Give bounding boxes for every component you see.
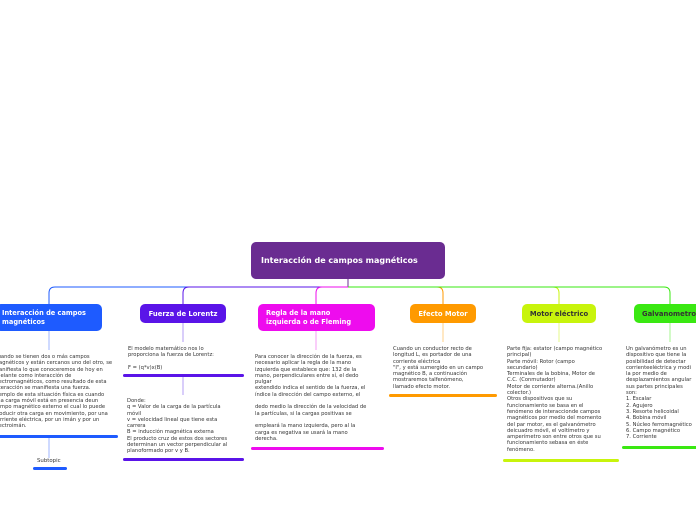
topic-fleming[interactable]: Regla de la mano izquierda o de Fleming — [258, 304, 375, 331]
underline-subtopic — [33, 467, 67, 470]
connector-fleming — [315, 286, 348, 304]
underline-interaccion — [0, 435, 118, 438]
topic-lorentz[interactable]: Fuerza de Lorentz — [140, 304, 226, 323]
connector-lorentz — [182, 286, 348, 304]
underline-galvanometro — [622, 446, 696, 449]
connector-efecto — [348, 286, 444, 304]
note-lorentz-formula: El modelo matemático nos lo proporciona … — [128, 346, 214, 371]
topic-galvanometro[interactable]: Galvanometro — [634, 304, 696, 323]
topic-interaccion[interactable]: Interacción de campos magnéticos — [0, 304, 102, 331]
topic-fleming-label: Regla de la mano izquierda o de Fleming — [266, 309, 352, 326]
underline-efecto — [389, 394, 497, 397]
note-lorentz-donde: Donde: q = Valor de la carga de la partí… — [127, 398, 228, 455]
connector-motor — [348, 286, 560, 304]
root-label: Interacción de campos magnéticos — [261, 255, 418, 265]
root-node[interactable]: Interacción de campos magnéticos — [251, 242, 445, 279]
underline-fleming — [251, 447, 384, 450]
topic-efecto-label: Efecto Motor — [418, 309, 468, 318]
underline-lorentz-2 — [123, 458, 244, 461]
topic-interaccion-label: Interacción de campos magnéticos — [2, 309, 86, 326]
subtopic-interaccion[interactable]: Subtopic — [37, 458, 61, 464]
topic-motor-label: Motor eléctrico — [529, 309, 589, 318]
underline-motor — [503, 459, 619, 462]
note-motor: Parte fija: estator (campo magnético pri… — [507, 346, 603, 453]
note-efecto: Cuando un conductor recto de longitud L,… — [393, 346, 484, 390]
topic-lorentz-label: Fuerza de Lorentz — [148, 309, 218, 318]
topic-motor[interactable]: Motor eléctrico — [522, 304, 596, 323]
note-fleming: Para conocer la dirección de la fuerza, … — [255, 354, 367, 442]
note-galvanometro: Un galvanómetro es un dispositivo que ti… — [626, 346, 692, 441]
connector-galvanometro — [348, 286, 671, 304]
connector-interaccion — [48, 286, 348, 304]
topic-galvanometro-label: Galvanometro — [642, 309, 696, 318]
topic-efecto[interactable]: Efecto Motor — [410, 304, 476, 323]
note-interaccion: Cuando se tienen dos o más campos magnét… — [0, 354, 113, 430]
underline-lorentz-1 — [123, 374, 244, 377]
